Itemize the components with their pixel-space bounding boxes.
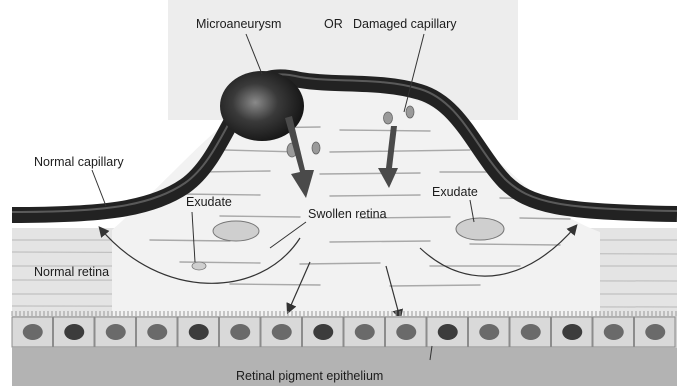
label-exudate-left: Exudate xyxy=(186,195,232,209)
rpe-cell-nucleus xyxy=(521,324,541,340)
rpe-cell-nucleus xyxy=(645,324,665,340)
rpe-cell-nucleus xyxy=(23,324,43,340)
label-microaneurysm: Microaneurysm xyxy=(196,17,281,31)
label-normal-retina: Normal retina xyxy=(34,265,109,279)
rpe-cell-nucleus xyxy=(562,324,582,340)
exudate-left-blob xyxy=(213,221,259,241)
label-swollen-retina: Swollen retina xyxy=(308,207,387,221)
label-normal-capillary: Normal capillary xyxy=(34,155,124,169)
rpe-cell-nucleus xyxy=(355,324,375,340)
label-rpe: Retinal pigment epithelium xyxy=(236,369,383,383)
label-exudate-right: Exudate xyxy=(432,185,478,199)
exudate-right-blob xyxy=(456,218,504,240)
label-damaged-capillary: Damaged capillary xyxy=(353,17,457,31)
rpe-cell-nucleus xyxy=(106,324,126,340)
rpe-cell-nucleus xyxy=(313,324,333,340)
rpe-cell-nucleus xyxy=(438,324,458,340)
rpe-cell-nucleus xyxy=(396,324,416,340)
rpe-cell-nucleus xyxy=(147,324,167,340)
rpe-cell-nucleus xyxy=(272,324,292,340)
rpe-cell-nucleus xyxy=(189,324,209,340)
rpe-cell-nucleus xyxy=(64,324,84,340)
label-or: OR xyxy=(324,17,343,31)
rpe-cell-nucleus xyxy=(479,324,499,340)
rpe-cell-nucleus xyxy=(230,324,250,340)
exudate-small-blob xyxy=(192,262,206,270)
rpe-cell-nucleus xyxy=(604,324,624,340)
rpe-microvilli xyxy=(12,311,676,316)
